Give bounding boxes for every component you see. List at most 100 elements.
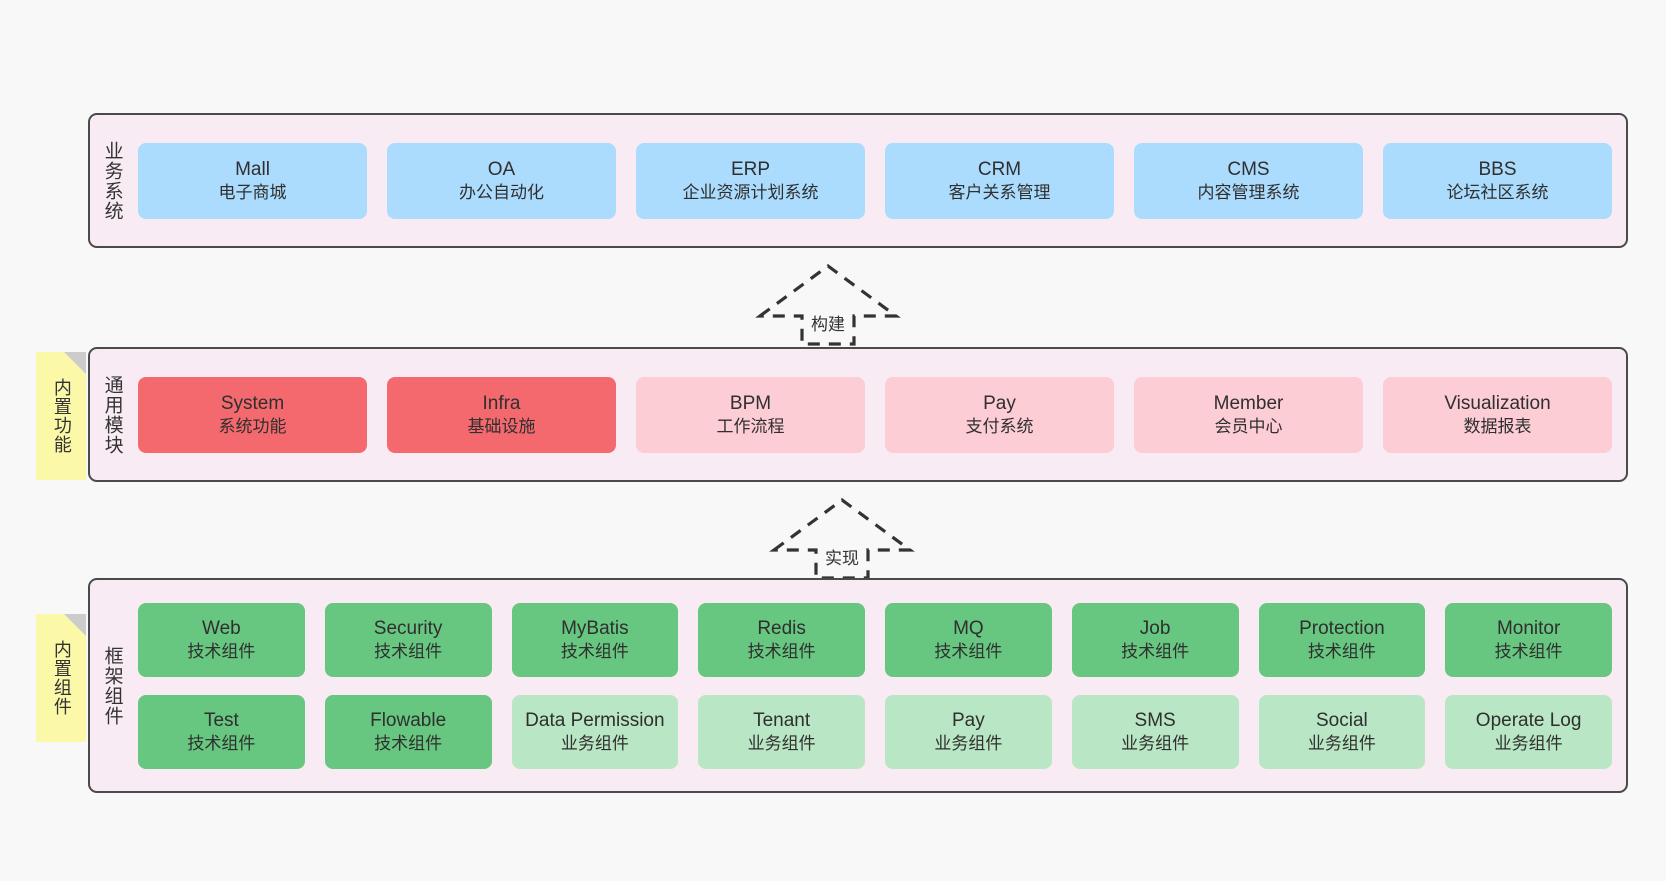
layer-body-framework-component: Web 技术组件 Security 技术组件 MyBatis 技术组件 Redi…	[134, 580, 1626, 791]
box-title: Data Permission	[525, 709, 665, 731]
box-title: Security	[373, 617, 443, 639]
box-title: OA	[487, 158, 516, 180]
note-label: 内置组件	[51, 640, 72, 716]
box-subtitle: 客户关系管理	[948, 182, 1051, 202]
box-subtitle: 技术组件	[187, 733, 256, 753]
box-web[interactable]: Web 技术组件	[138, 602, 305, 677]
layer-title-framework-component: 框架组件	[101, 645, 123, 726]
box-title: Job	[1139, 617, 1171, 639]
box-flowable[interactable]: Flowable 技术组件	[324, 694, 492, 769]
box-crm[interactable]: CRM 客户关系管理	[885, 142, 1114, 219]
box-subtitle: 内容管理系统	[1197, 182, 1300, 202]
note-fold-corner	[64, 352, 86, 374]
box-subtitle: 技术组件	[1307, 641, 1376, 661]
sticky-note-builtin-function: 内置功能	[36, 352, 86, 480]
box-mybatis[interactable]: MyBatis 技术组件	[511, 602, 679, 677]
box-subtitle: 技术组件	[374, 733, 443, 753]
box-erp[interactable]: ERP 企业资源计划系统	[636, 142, 865, 219]
box-title: Pay	[983, 392, 1016, 414]
box-subtitle: 业务组件	[747, 733, 816, 753]
box-subtitle: 办公自动化	[459, 182, 544, 202]
box-visualization[interactable]: Visualization 数据报表	[1383, 376, 1612, 453]
layer-body-business-system: Mall 电子商城 OA 办公自动化 ERP 企业资源计划系统 CRM 客户关系…	[134, 115, 1626, 246]
box-title: BBS	[1478, 158, 1517, 180]
layer-title-business-system: 业务系统	[101, 140, 123, 221]
box-pay[interactable]: Pay 支付系统	[885, 376, 1114, 453]
box-title: BPM	[729, 392, 772, 414]
box-subtitle: 业务组件	[560, 733, 629, 753]
box-title: Infra	[482, 392, 521, 414]
box-bpm[interactable]: BPM 工作流程	[636, 376, 865, 453]
box-test[interactable]: Test 技术组件	[138, 694, 305, 769]
box-social[interactable]: Social 业务组件	[1258, 694, 1426, 769]
box-mall[interactable]: Mall 电子商城	[138, 142, 367, 219]
box-data-permission[interactable]: Data Permission 业务组件	[511, 694, 679, 769]
box-title: Visualization	[1444, 392, 1551, 414]
box-protection[interactable]: Protection 技术组件	[1258, 602, 1426, 677]
box-row: Web 技术组件 Security 技术组件 MyBatis 技术组件 Redi…	[138, 602, 1612, 677]
box-subtitle: 工作流程	[716, 416, 785, 436]
layer-framework-component: 框架组件 Web 技术组件 Security 技术组件 MyBatis 技术组件…	[88, 578, 1628, 793]
box-title: Monitor	[1496, 617, 1561, 639]
box-title: Redis	[757, 617, 806, 639]
box-subtitle: 企业资源计划系统	[682, 182, 819, 202]
box-title: Operate Log	[1475, 709, 1582, 731]
box-sms[interactable]: SMS 业务组件	[1071, 694, 1239, 769]
box-title: Test	[203, 709, 239, 731]
arrow-implement: 实现	[769, 496, 915, 580]
box-subtitle: 系统功能	[218, 416, 287, 436]
box-title: Flowable	[370, 709, 447, 731]
box-title: Web	[202, 617, 241, 639]
box-member[interactable]: Member 会员中心	[1134, 376, 1363, 453]
box-subtitle: 技术组件	[560, 641, 629, 661]
box-title: CMS	[1227, 158, 1270, 180]
box-cms[interactable]: CMS 内容管理系统	[1134, 142, 1363, 219]
box-redis[interactable]: Redis 技术组件	[698, 602, 865, 677]
box-subtitle: 技术组件	[934, 641, 1003, 661]
box-title: CRM	[977, 158, 1022, 180]
box-subtitle: 论坛社区系统	[1446, 182, 1549, 202]
box-subtitle: 技术组件	[1494, 641, 1563, 661]
box-title: Pay	[952, 709, 985, 731]
box-security[interactable]: Security 技术组件	[324, 602, 492, 677]
box-title: ERP	[730, 158, 771, 180]
box-subtitle: 基础设施	[467, 416, 536, 436]
box-subtitle: 会员中心	[1214, 416, 1283, 436]
box-title: MQ	[953, 617, 984, 639]
box-pay-component[interactable]: Pay 业务组件	[885, 694, 1052, 769]
box-mq[interactable]: MQ 技术组件	[885, 602, 1052, 677]
box-system[interactable]: System 系统功能	[138, 376, 367, 453]
box-title: Mall	[235, 158, 270, 180]
box-subtitle: 技术组件	[374, 641, 443, 661]
box-tenant[interactable]: Tenant 业务组件	[698, 694, 865, 769]
note-fold-corner	[64, 614, 86, 636]
layer-title-common-module: 通用模块	[101, 374, 123, 455]
box-subtitle: 电子商城	[218, 182, 287, 202]
box-subtitle: 数据报表	[1463, 416, 1532, 436]
layer-body-common-module: System 系统功能 Infra 基础设施 BPM 工作流程 Pay 支付系统…	[134, 349, 1626, 480]
layer-business-system: 业务系统 Mall 电子商城 OA 办公自动化 ERP 企业资源计划系统 CRM…	[88, 113, 1628, 248]
box-oa[interactable]: OA 办公自动化	[387, 142, 616, 219]
box-subtitle: 技术组件	[747, 641, 816, 661]
box-subtitle: 技术组件	[187, 641, 256, 661]
box-infra[interactable]: Infra 基础设施	[387, 376, 616, 453]
box-subtitle: 业务组件	[1494, 733, 1563, 753]
box-subtitle: 业务组件	[1307, 733, 1376, 753]
box-job[interactable]: Job 技术组件	[1071, 602, 1239, 677]
box-subtitle: 业务组件	[1121, 733, 1190, 753]
box-row: System 系统功能 Infra 基础设施 BPM 工作流程 Pay 支付系统…	[138, 376, 1612, 453]
box-operate-log[interactable]: Operate Log 业务组件	[1445, 694, 1612, 769]
box-row: Test 技术组件 Flowable 技术组件 Data Permission …	[138, 694, 1612, 769]
box-title: Tenant	[753, 709, 811, 731]
layer-common-module: 通用模块 System 系统功能 Infra 基础设施 BPM 工作流程 Pay…	[88, 347, 1628, 482]
box-bbs[interactable]: BBS 论坛社区系统	[1383, 142, 1612, 219]
arrow-implement-label: 实现	[825, 549, 859, 568]
box-row: Mall 电子商城 OA 办公自动化 ERP 企业资源计划系统 CRM 客户关系…	[138, 142, 1612, 219]
box-subtitle: 支付系统	[965, 416, 1034, 436]
box-monitor[interactable]: Monitor 技术组件	[1445, 602, 1612, 677]
box-title: Member	[1213, 392, 1284, 414]
box-title: Protection	[1299, 617, 1385, 639]
box-subtitle: 技术组件	[1121, 641, 1190, 661]
box-title: SMS	[1134, 709, 1176, 731]
